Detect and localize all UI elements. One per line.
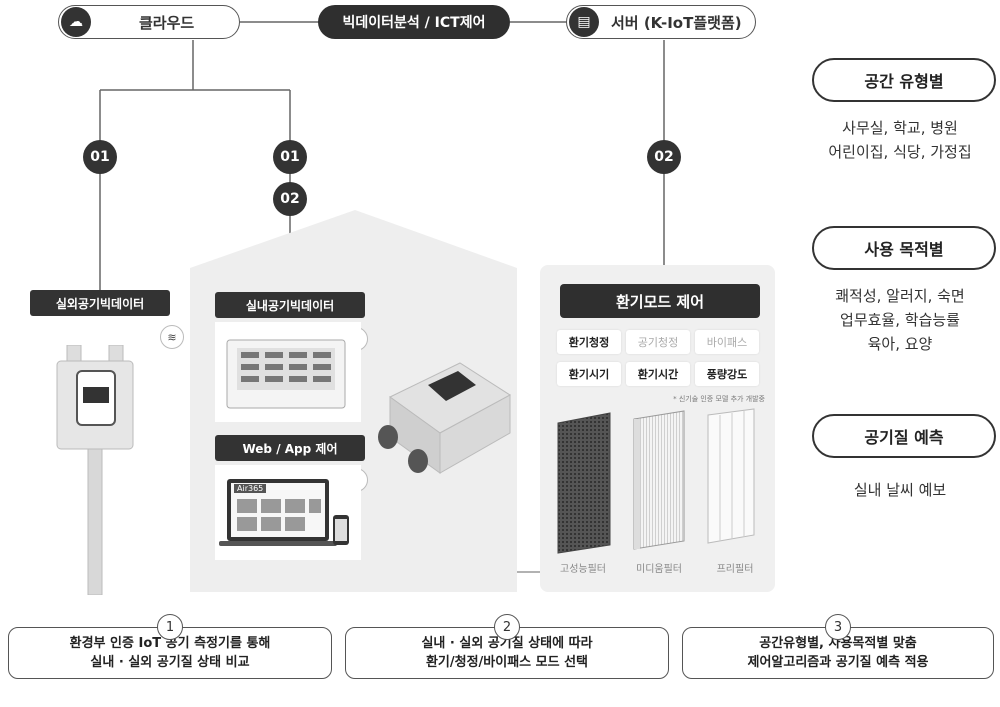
mode-ventilation-duration: 환기시간 (626, 362, 690, 386)
step-line: 공간유형별, 사용목적별 맞춤 (759, 636, 917, 651)
step-number-2: 2 (494, 614, 520, 640)
marker-01-outdoor: 01 (83, 140, 117, 174)
outdoor-data-label: 실외공기빅데이터 (30, 290, 170, 316)
filter-label-pre: 프리필터 (716, 564, 754, 575)
mode-air-clean: 공기청정 (626, 330, 690, 354)
cloud-label: 클라우드 (139, 13, 195, 32)
filter-label-high: 고성능필터 (560, 564, 606, 575)
purpose-pill: 사용 목적별 (812, 226, 996, 270)
purpose-text: 쾌적성, 알러지, 숙면 업무효율, 학습능률 육아, 요양 (800, 284, 1000, 356)
ventilation-unit (370, 345, 520, 495)
forecast-pill: 공기질 예측 (812, 414, 996, 458)
step-line: 실내 · 실외 공기질 상태에 따라 (421, 636, 593, 651)
marker-02-indoor: 02 (273, 182, 307, 216)
cloud-icon: ☁ (61, 7, 91, 37)
step-number-3: 3 (825, 614, 851, 640)
air365-brand: Air365 (234, 484, 267, 493)
mode-ventilation-timing: 환기시기 (557, 362, 621, 386)
server-icon: ▤ (569, 7, 599, 37)
cloud-node: ☁ 클라우드 (58, 5, 240, 39)
indoor-data-label: 실내공기빅데이터 (215, 292, 365, 318)
step-line: 환경부 인증 IoT 공기 측정기를 통해 (69, 636, 271, 651)
step-number-1: 1 (157, 614, 183, 640)
ventilation-mode-title: 환기모드 제어 (560, 284, 760, 318)
server-label: 서버 (K-IoT플랫폼) (611, 13, 742, 32)
step-line: 실내 · 실외 공기질 상태 비교 (90, 655, 250, 670)
space-type-text: 사무실, 학교, 병원 어린이집, 식당, 가정집 (800, 116, 1000, 164)
step-box-1: 환경부 인증 IoT 공기 측정기를 통해 실내 · 실외 공기질 상태 비교 (8, 627, 332, 679)
development-note: * 신기술 인증 모델 추가 개발중 (673, 395, 765, 403)
mode-ventilation-clean: 환기청정 (557, 330, 621, 354)
marker-02-server: 02 (647, 140, 681, 174)
space-line: 어린이집, 식당, 가정집 (828, 143, 972, 161)
step-box-2: 실내 · 실외 공기질 상태에 따라 환기/청정/바이패스 모드 선택 (345, 627, 669, 679)
bigdata-node: 빅데이터분석 / ICT제어 (318, 5, 510, 39)
web-app-control-label: Web / App 제어 (215, 435, 365, 461)
purpose-line: 육아, 요양 (867, 335, 933, 353)
forecast-text: 실내 날씨 예보 (800, 478, 1000, 502)
mode-bypass: 바이패스 (695, 330, 759, 354)
purpose-line: 쾌적성, 알러지, 숙면 (835, 287, 965, 305)
server-node: ▤ 서버 (K-IoT플랫폼) (566, 5, 756, 39)
indoor-sensor-panel (215, 322, 361, 422)
mode-airflow-strength: 풍량강도 (695, 362, 759, 386)
filter-label-medium: 미디움필터 (636, 564, 682, 575)
step-line: 환기/청정/바이패스 모드 선택 (425, 655, 589, 670)
wifi-icon: ≋ (160, 325, 184, 349)
web-app-screen: Air365 (215, 465, 361, 560)
outdoor-sensor-device (55, 344, 135, 599)
step-line: 제어알고리즘과 공기질 예측 적용 (747, 655, 929, 670)
purpose-line: 업무효율, 학습능률 (840, 311, 960, 329)
space-type-pill: 공간 유형별 (812, 58, 996, 102)
filter-images (550, 405, 770, 555)
marker-01-indoor: 01 (273, 140, 307, 174)
forecast-line: 실내 날씨 예보 (853, 481, 947, 499)
space-line: 사무실, 학교, 병원 (842, 119, 958, 137)
